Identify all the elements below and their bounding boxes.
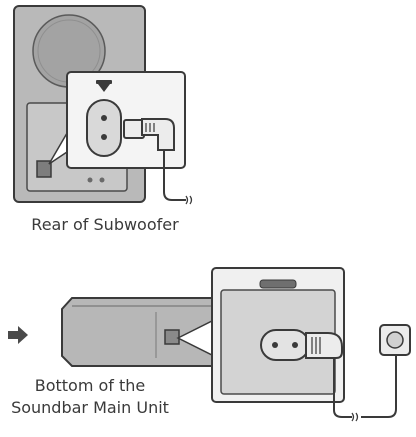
power-port-icon (260, 329, 310, 361)
subwoofer-port-marker (36, 160, 52, 178)
soundbar-caption: Bottom of the Soundbar Main Unit (0, 375, 180, 419)
soundbar-caption-line-2: Soundbar Main Unit (11, 398, 169, 417)
subwoofer-rear-illustration (13, 5, 193, 205)
soundbar-power-cable (333, 358, 352, 418)
soundbar-bottom-illustration (8, 267, 411, 422)
power-plug-icon (123, 118, 175, 151)
power-plug-icon (305, 332, 343, 359)
subwoofer-power-cable (163, 150, 186, 201)
soundbar-caption-line-1: Bottom of the (34, 376, 146, 395)
soundbar-port-marker (164, 329, 180, 345)
power-port-icon (86, 80, 122, 157)
subwoofer-caption: Rear of Subwoofer (31, 215, 179, 234)
right-arrow-icon (8, 326, 28, 344)
wall-outlet-icon (379, 324, 411, 356)
